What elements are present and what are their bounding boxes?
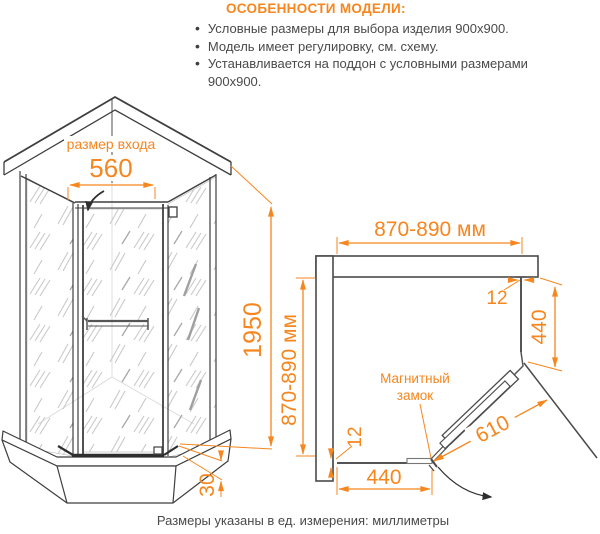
adjustable-profile bbox=[406, 457, 433, 465]
magnetic-lock-label: замок bbox=[397, 388, 433, 403]
dim-bottom-panel: 440 bbox=[366, 466, 401, 489]
label-halo bbox=[464, 405, 520, 451]
door-stopper bbox=[153, 446, 163, 455]
door-glass-panel bbox=[82, 208, 164, 453]
dim-adjustment-bottom: 12 bbox=[345, 426, 366, 447]
label-halo bbox=[239, 298, 265, 362]
door-swing-arrow-icon bbox=[85, 190, 105, 212]
label-halo bbox=[64, 136, 160, 152]
dim-side-panel: 440 bbox=[528, 309, 551, 344]
dim-height: 1950 bbox=[239, 302, 267, 358]
left-glass-panel bbox=[26, 177, 74, 457]
towel-bar-handle bbox=[81, 315, 149, 330]
magnetic-lock-label: Магнитный bbox=[380, 371, 450, 386]
feature-item: Условные размеры для выбора изделия 900x… bbox=[195, 20, 597, 38]
glass-shade-streaks bbox=[182, 263, 203, 411]
dim-adjustment-top: 12 bbox=[486, 288, 507, 309]
door-open-line bbox=[523, 362, 598, 459]
front-view: размер входа 560 1950 30 bbox=[1, 95, 274, 504]
feature-item: Модель имеет регулировку, см. схему. bbox=[195, 38, 597, 56]
bottom-rail bbox=[57, 445, 179, 458]
features-block: ОСОБЕННОСТИ МОДЕЛИ: Условные размеры для… bbox=[193, 1, 597, 90]
magnetic-lock-profile bbox=[428, 458, 438, 472]
label-halo bbox=[87, 155, 136, 181]
plan-wall-left bbox=[315, 255, 334, 482]
top-frame bbox=[3, 95, 232, 176]
dim-tray-height: 30 bbox=[196, 473, 219, 496]
label-halo bbox=[276, 312, 300, 428]
features-heading: ОСОБЕННОСТИ МОДЕЛИ: bbox=[226, 1, 406, 16]
right-glass-panel bbox=[167, 176, 217, 458]
plan-swing-arc-icon bbox=[437, 466, 493, 501]
front-dimensions bbox=[67, 165, 274, 497]
dim-entrance-width: 560 bbox=[89, 153, 132, 183]
features-list: Условные размеры для выбора изделия 900x… bbox=[193, 20, 597, 90]
door-knob bbox=[168, 206, 178, 218]
dim-plan-width: 870-890 мм bbox=[374, 218, 486, 241]
glass-panels bbox=[26, 176, 217, 458]
units-note: Размеры указаны в ед. измерения: миллиме… bbox=[156, 513, 450, 528]
plan-view: 870-890 мм 870-890 мм 440 12 12 440 610 … bbox=[276, 217, 598, 501]
plan-fixed-panels bbox=[332, 276, 527, 468]
label-halo bbox=[372, 217, 489, 240]
feature-item: Устанавливается на поддон с условными ра… bbox=[195, 55, 597, 90]
entrance-size-label: размер входа bbox=[67, 136, 156, 152]
dim-plan-depth: 870-890 мм bbox=[278, 314, 301, 426]
plan-wall-top bbox=[315, 255, 539, 278]
